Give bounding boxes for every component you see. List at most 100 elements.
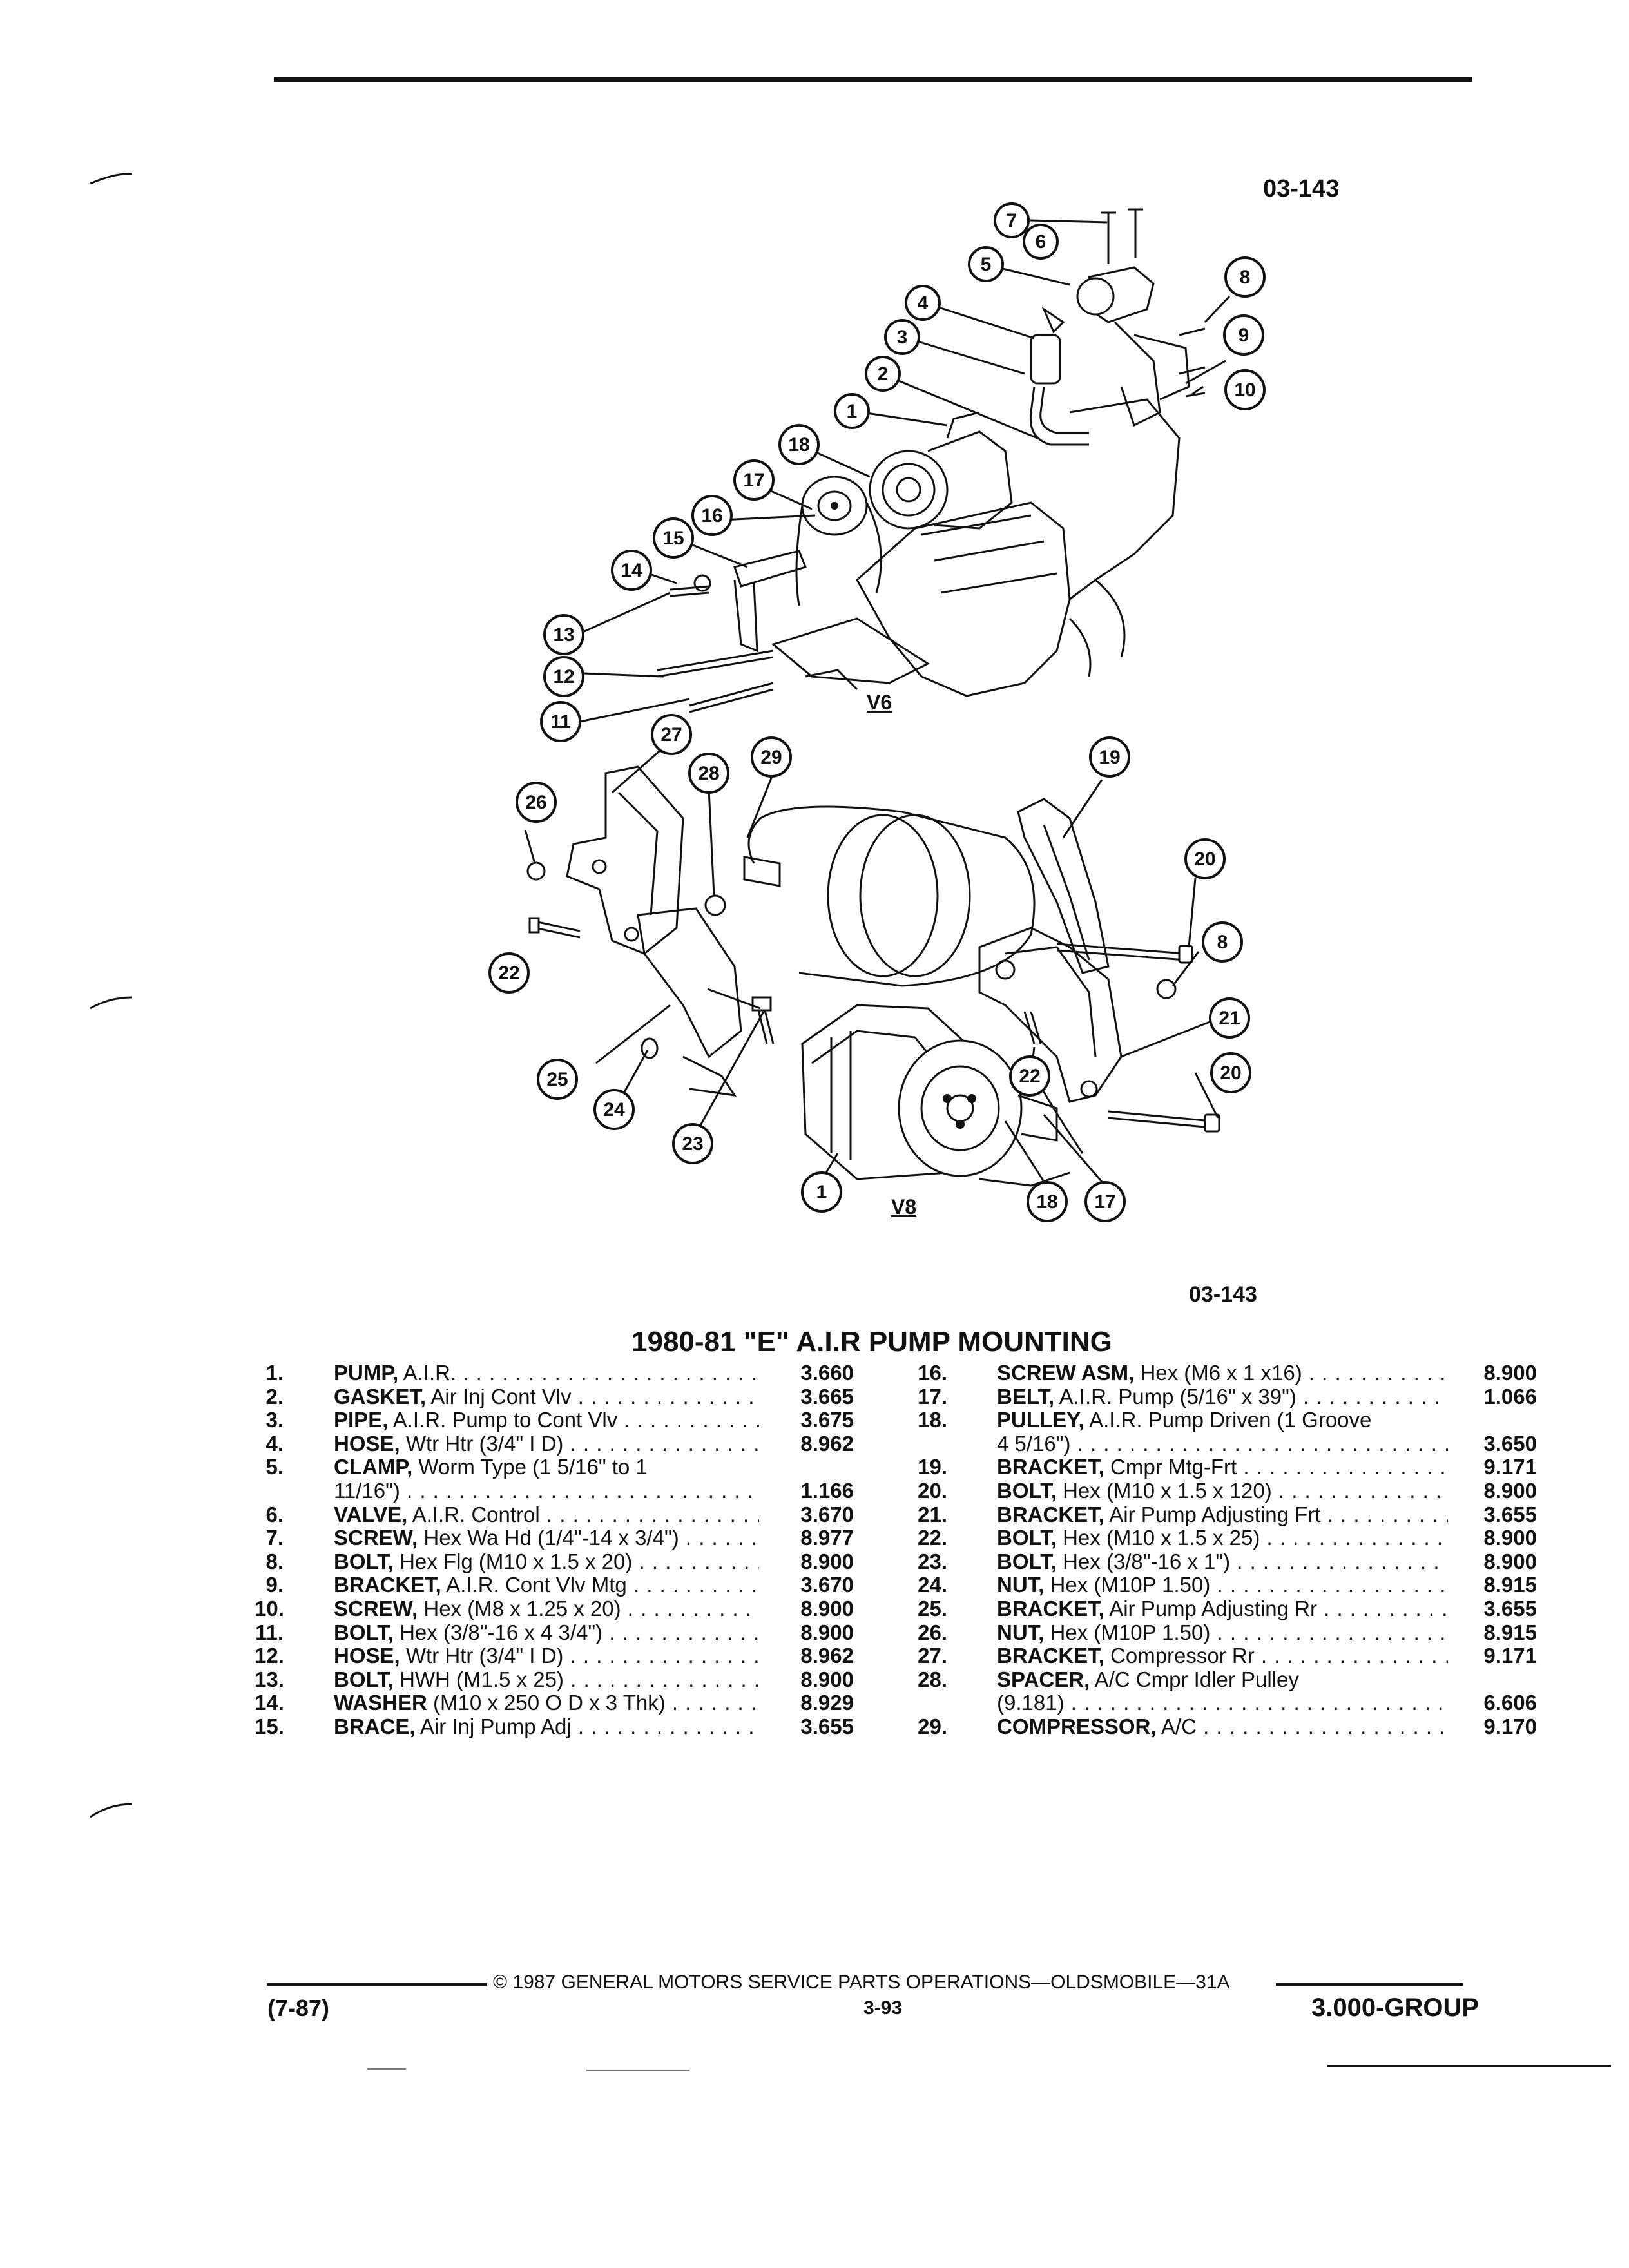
parts-row: 6.VALVE, A.I.R. Control3.670 bbox=[255, 1503, 854, 1527]
item-description: VALVE, A.I.R. Control bbox=[334, 1503, 759, 1527]
top-rule bbox=[274, 77, 1472, 82]
margin-mark bbox=[90, 173, 133, 185]
group-number: 8.915 bbox=[1483, 1573, 1537, 1597]
section-title: 1980-81 "E" A.I.R PUMP MOUNTING bbox=[631, 1326, 1112, 1358]
parts-row: 11/16")1.166 bbox=[255, 1479, 854, 1503]
item-number: 29. bbox=[918, 1714, 947, 1738]
group-number: 8.977 bbox=[800, 1526, 854, 1550]
parts-row: 15.BRACE, Air Inj Pump Adj3.655 bbox=[255, 1715, 854, 1739]
svg-text:23: 23 bbox=[682, 1133, 703, 1155]
part-detail: A.I.R. Pump Driven (1 Groove bbox=[1089, 1408, 1372, 1432]
parts-row: 4.HOSE, Wtr Htr (3/4" I D)8.962 bbox=[255, 1432, 854, 1456]
item-description: BOLT, Hex (M10 x 1.5 x 120) bbox=[997, 1479, 1448, 1503]
part-name: COMPRESSOR, bbox=[997, 1715, 1157, 1738]
group-number: 3.670 bbox=[800, 1573, 854, 1597]
parts-row: 25.BRACKET, Air Pump Adjusting Rr3.655 bbox=[912, 1597, 1537, 1621]
callout-group: 7 6 5 4 3 2 1 18 17 16 15 14 13 12 11 8 … bbox=[488, 202, 1266, 1222]
part-detail: A/C bbox=[1161, 1715, 1197, 1738]
part-detail: Air Pump Adjusting Frt bbox=[1109, 1503, 1321, 1526]
svg-text:8: 8 bbox=[1217, 932, 1228, 953]
footer-rule-right bbox=[1276, 1983, 1463, 1986]
callout-5: 5 bbox=[968, 246, 1004, 282]
callout-18-v6: 18 bbox=[778, 424, 820, 465]
item-description: SCREW, Hex (M8 x 1.25 x 20) bbox=[334, 1597, 759, 1621]
item-description: WASHER (M10 x 250 O D x 3 Thk) bbox=[334, 1691, 759, 1715]
v6-label: V6 bbox=[867, 691, 892, 714]
item-description: BRACKET, A.I.R. Cont Vlv Mtg bbox=[334, 1573, 759, 1597]
part-name: NUT, bbox=[997, 1573, 1045, 1597]
group-number: 8.900 bbox=[800, 1620, 854, 1644]
part-name: BOLT, bbox=[997, 1526, 1057, 1550]
parts-row: 24.NUT, Hex (M10P 1.50)8.915 bbox=[912, 1573, 1537, 1597]
group-number: 3.660 bbox=[800, 1361, 854, 1385]
item-description: BOLT, Hex Flg (M10 x 1.5 x 20) bbox=[334, 1550, 759, 1574]
item-description: BOLT, Hex (M10 x 1.5 x 25) bbox=[997, 1526, 1448, 1550]
item-description: NUT, Hex (M10P 1.50) bbox=[997, 1621, 1448, 1645]
callout-29: 29 bbox=[751, 736, 792, 778]
parts-row: 10.SCREW, Hex (M8 x 1.25 x 20)8.900 bbox=[255, 1597, 854, 1621]
item-number: 25. bbox=[918, 1596, 947, 1620]
item-number: 1. bbox=[265, 1361, 284, 1385]
item-description: BOLT, Hex (3/8"-16 x 4 3/4") bbox=[334, 1621, 759, 1645]
item-number: 26. bbox=[918, 1620, 947, 1644]
item-number: 16. bbox=[918, 1361, 947, 1385]
part-name: SCREW, bbox=[334, 1597, 418, 1620]
parts-row: 1.PUMP, A.I.R.3.660 bbox=[255, 1361, 854, 1385]
item-number: 10. bbox=[255, 1596, 284, 1620]
item-description: HOSE, Wtr Htr (3/4" I D) bbox=[334, 1432, 759, 1456]
item-description: COMPRESSOR, A/C bbox=[997, 1715, 1448, 1739]
part-detail: Hex Flg (M10 x 1.5 x 20) bbox=[400, 1550, 633, 1573]
group-number: 8.929 bbox=[800, 1691, 854, 1715]
svg-text:22: 22 bbox=[1019, 1066, 1040, 1087]
callout-9: 9 bbox=[1223, 314, 1264, 356]
part-detail: A.I.R. Cont Vlv Mtg bbox=[446, 1573, 627, 1597]
copyright-line: © 1987 GENERAL MOTORS SERVICE PARTS OPER… bbox=[493, 1972, 1230, 1993]
group-number: 9.171 bbox=[1483, 1644, 1537, 1668]
svg-text:1: 1 bbox=[816, 1182, 827, 1203]
part-name: BOLT, bbox=[334, 1667, 394, 1691]
group-label: 3.000-GROUP bbox=[1311, 1994, 1480, 2022]
part-detail: 4 5/16") bbox=[997, 1432, 1071, 1456]
faint-rule-mid bbox=[586, 2070, 689, 2071]
svg-text:18: 18 bbox=[788, 434, 809, 456]
callout-27: 27 bbox=[651, 714, 692, 755]
part-detail: Hex (M8 x 1.25 x 20) bbox=[423, 1597, 621, 1620]
v8-label: V8 bbox=[891, 1195, 917, 1218]
parts-row: 28.SPACER, A/C Cmpr Idler Pulley bbox=[912, 1667, 1537, 1692]
v8-assembly bbox=[524, 746, 1220, 1187]
item-number: 20. bbox=[918, 1478, 947, 1503]
svg-text:21: 21 bbox=[1219, 1008, 1240, 1029]
svg-text:28: 28 bbox=[698, 763, 719, 784]
revision-date: (7-87) bbox=[267, 1995, 330, 2021]
svg-text:1: 1 bbox=[847, 401, 858, 422]
margin-mark bbox=[90, 1803, 133, 1818]
svg-text:16: 16 bbox=[701, 505, 722, 526]
item-description: SPACER, A/C Cmpr Idler Pulley bbox=[997, 1668, 1448, 1692]
part-detail: Hex (M10P 1.50) bbox=[1050, 1620, 1211, 1644]
svg-text:14: 14 bbox=[621, 560, 642, 581]
parts-row: 17.BELT, A.I.R. Pump (5/16" x 39")1.066 bbox=[912, 1385, 1537, 1409]
item-number: 15. bbox=[255, 1714, 284, 1738]
parts-row: 29.COMPRESSOR, A/C9.170 bbox=[912, 1715, 1537, 1739]
group-number: 8.962 bbox=[800, 1431, 854, 1456]
part-detail: (M10 x 250 O D x 3 Thk) bbox=[433, 1691, 666, 1715]
svg-text:5: 5 bbox=[981, 254, 992, 275]
part-name: SCREW ASM, bbox=[997, 1361, 1135, 1385]
callout-8-v8: 8 bbox=[1202, 921, 1243, 963]
item-number: 12. bbox=[255, 1644, 284, 1668]
part-detail: Hex (3/8"-16 x 1") bbox=[1063, 1550, 1231, 1573]
group-number: 8.900 bbox=[1483, 1361, 1537, 1385]
svg-text:17: 17 bbox=[743, 470, 764, 491]
callout-26: 26 bbox=[516, 782, 557, 823]
parts-row: 18.PULLEY, A.I.R. Pump Driven (1 Groove bbox=[912, 1408, 1537, 1432]
parts-row: 3.PIPE, A.I.R. Pump to Cont Vlv3.675 bbox=[255, 1408, 854, 1432]
svg-text:10: 10 bbox=[1234, 380, 1255, 401]
callout-20-lower: 20 bbox=[1210, 1052, 1251, 1093]
parts-row: 13.BOLT, HWH (M1.5 x 25)8.900 bbox=[255, 1667, 854, 1692]
group-number: 3.650 bbox=[1483, 1431, 1537, 1456]
parts-row: 4 5/16") 3.650 bbox=[912, 1432, 1537, 1456]
item-description: HOSE, Wtr Htr (3/4" I D) bbox=[334, 1644, 759, 1668]
bottom-rule bbox=[1327, 2065, 1611, 2067]
item-number: 22. bbox=[918, 1526, 947, 1550]
